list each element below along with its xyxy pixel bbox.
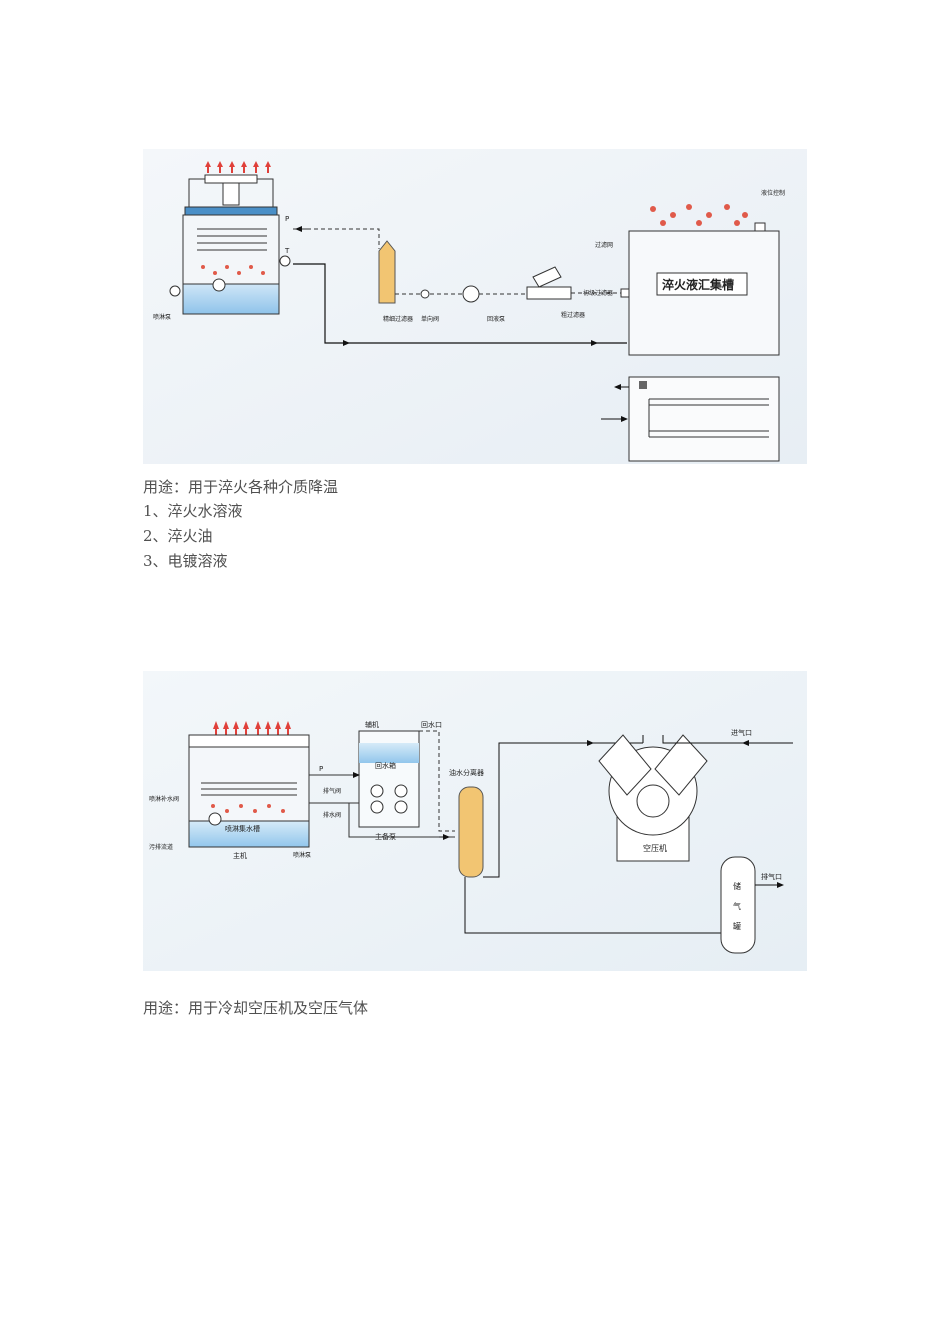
auxiliary-unit: 辅机 回水箱 主备泵 回水口 [358, 720, 442, 841]
heat-exchanger [601, 376, 780, 462]
quench-cooling-diagram: 喷淋泵 P T 精细过滤器 单向阀 回液泵 粗过滤器 淬火液汇集槽 液位控制 过… [143, 149, 807, 464]
air-storage-tank: 储 气 罐 排气口 [720, 856, 784, 954]
main-cooling-tower: 喷淋补水阀 喷淋集水槽 污排流道 主机 喷淋泵 P 排气阀 排水阀 [149, 721, 341, 860]
coarse-filter [526, 286, 572, 300]
tank-label: 淬火液汇集槽 [662, 277, 734, 292]
coarse-filter-label: 粗过滤器 [561, 311, 585, 319]
outlet-label: 排气口 [761, 872, 782, 881]
check-valve-label: 单向阀 [421, 315, 439, 323]
collect-tank-label: 喷淋集水槽 [225, 824, 260, 833]
aux-label: 辅机 [365, 720, 379, 729]
list-item: 2、淬火油 [143, 527, 213, 545]
air-valve-label: 排气阀 [323, 787, 341, 795]
spray-makeup-label: 喷淋补水阀 [149, 795, 179, 803]
oil-water-separator: 油水分离器 [449, 768, 484, 878]
list-item: 1、淬火水溶液 [143, 502, 243, 520]
cooling-tower: 喷淋泵 P T [153, 161, 291, 321]
return-port-label: 回水口 [421, 720, 442, 729]
compressor-cooling-diagram: 喷淋补水阀 喷淋集水槽 污排流道 主机 喷淋泵 P 排气阀 排水阀 辅机 回水箱… [143, 671, 807, 971]
inlet-label: 进气口 [731, 728, 752, 737]
return-pump-label: 回液泵 [487, 315, 505, 323]
water-valve-label: 排水阀 [323, 811, 341, 819]
storage-label-1: 储 [733, 881, 741, 891]
check-valve-icon [420, 289, 430, 299]
air-compressor: 空压机 进气口 [598, 728, 793, 862]
temperature-label: T [284, 247, 290, 255]
level-control-label: 液位控制 [761, 189, 785, 197]
fine-filter-label: 精细过滤器 [383, 315, 413, 323]
usage-list: 1、淬火水溶液 2、淬火油 3、电镀溶液 [143, 499, 243, 574]
primary-filter-label: 初级过滤器 [583, 289, 613, 297]
spray-pump-label: 喷淋泵 [153, 313, 171, 321]
quench-tank: 淬火液汇集槽 液位控制 过滤网 初级过滤器 [583, 189, 785, 356]
compressor-label: 空压机 [643, 843, 667, 853]
spray-pump-label-2: 喷淋泵 [293, 851, 311, 859]
usage-text-1: 用途：用于淬火各种介质降温 [143, 478, 339, 496]
storage-label-3: 罐 [733, 921, 741, 931]
usage-text-2: 用途：用于冷却空压机及空压气体 [143, 999, 369, 1017]
host-label: 主机 [233, 851, 247, 860]
fine-filter: 精细过滤器 [378, 240, 413, 323]
pressure-label-2: P [319, 765, 323, 773]
return-pump-icon [462, 285, 480, 303]
separator-label: 油水分离器 [449, 768, 484, 777]
list-item: 3、电镀溶液 [143, 552, 228, 570]
overflow-label: 污排流道 [149, 843, 173, 851]
filter-valve-label: 过滤网 [595, 241, 613, 249]
return-tank-label: 回水箱 [375, 761, 396, 770]
storage-label-2: 气 [733, 901, 741, 911]
pressure-label: P [285, 215, 289, 223]
